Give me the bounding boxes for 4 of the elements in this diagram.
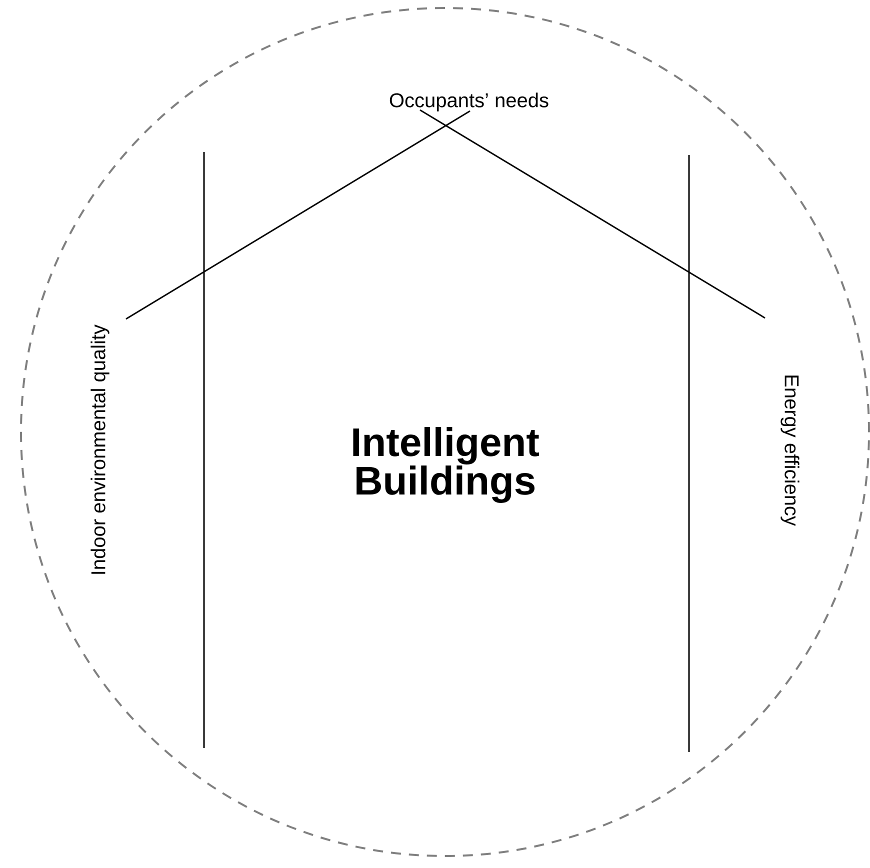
curved-label: Indoor environmental quality bbox=[90, 324, 110, 574]
curved-label: Energy efficiency bbox=[780, 376, 800, 526]
center-title: Intelligent Buildings bbox=[353, 427, 539, 503]
curved-label: Occupants’ needs bbox=[390, 92, 548, 112]
